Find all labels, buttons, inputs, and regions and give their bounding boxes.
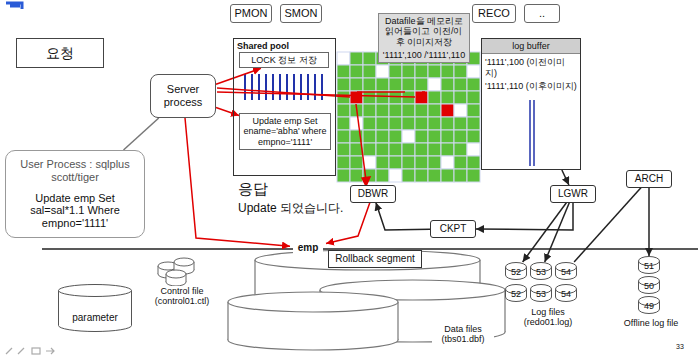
shared-pool-box-text: Shared pool bbox=[237, 41, 332, 51]
log-file: 50 bbox=[638, 276, 660, 294]
connector bbox=[123, 118, 158, 150]
log-file: 53 bbox=[530, 284, 552, 302]
response-message: Update 되었습니다. bbox=[238, 202, 343, 216]
page-number: 33 bbox=[676, 343, 684, 351]
log-buffer-box-text: log buffer bbox=[482, 39, 580, 54]
log-buffer-box: log buffer'1111',100 (이전이미지)'1111',110 (… bbox=[481, 38, 581, 170]
process-box-text: CKPT bbox=[434, 223, 472, 235]
connector bbox=[476, 203, 573, 231]
corner-mark bbox=[6, 3, 22, 9]
connector bbox=[216, 68, 261, 84]
log-file: 52 bbox=[505, 262, 527, 280]
process-box: LGWR bbox=[550, 185, 596, 203]
connector bbox=[648, 188, 650, 257]
table-name: emp bbox=[290, 240, 326, 256]
connector bbox=[216, 107, 239, 115]
process-box-text: DBWR bbox=[354, 188, 392, 200]
server-process-box: Server process bbox=[150, 74, 216, 118]
user-process-box-text: Update emp Set sal=sal*1.1 Where empno='… bbox=[9, 192, 141, 230]
log-file-text: 52 bbox=[508, 267, 524, 277]
callout-box: Datafile을 메모리로 읽어들이고 이전/이후 이미지저장 '1111',1… bbox=[378, 13, 470, 63]
sql-box: Update emp Set ename='abha' where empno=… bbox=[239, 113, 331, 150]
process-box: ARCH bbox=[626, 170, 672, 188]
file-label: Data files (tbs01.dbf) bbox=[432, 324, 494, 345]
lock-bars bbox=[245, 74, 322, 100]
table-name-text: emp bbox=[293, 242, 323, 254]
datafile-cylinders bbox=[228, 250, 505, 350]
log-file: 52 bbox=[505, 284, 527, 302]
log-file-text: 53 bbox=[533, 267, 549, 277]
log-file: 54 bbox=[555, 284, 577, 302]
connector bbox=[545, 203, 570, 263]
log-file-text: 49 bbox=[641, 301, 657, 311]
user-process-box-text: User Process : sqlplus scott/tiger bbox=[9, 158, 141, 183]
parameter-file: parameter bbox=[58, 284, 132, 332]
log-file: 49 bbox=[638, 296, 660, 314]
file-label: Control file (control01.ctl) bbox=[148, 286, 216, 307]
process-box-text: .. bbox=[528, 7, 556, 20]
log-file-text: 51 bbox=[641, 261, 657, 271]
process-box-text: RECO bbox=[476, 7, 512, 20]
process-box: PMON bbox=[230, 4, 272, 23]
process-box: DBWR bbox=[350, 185, 396, 203]
log-file-text: 52 bbox=[508, 289, 524, 299]
server-process-box-text: Server process bbox=[154, 83, 212, 108]
nav-icons bbox=[6, 348, 54, 354]
request-box: 요청 bbox=[16, 38, 104, 68]
log-buffer-bars bbox=[530, 100, 534, 166]
log-file-text: 54 bbox=[558, 267, 574, 277]
connector bbox=[523, 203, 567, 263]
control-file-cylinders bbox=[158, 258, 194, 286]
rollback-box-text: Rollback segment bbox=[332, 253, 418, 265]
log-file-text: 53 bbox=[533, 289, 549, 299]
buffer-cache-grid bbox=[337, 52, 480, 182]
user-process-box: User Process : sqlplus scott/tigerUpdate… bbox=[5, 150, 145, 238]
process-box: RECO bbox=[472, 4, 516, 23]
log-buffer-box-text: '1111',100 (이전이미지) bbox=[482, 54, 580, 78]
lock-box: LOCK 정보 저장 bbox=[239, 52, 329, 68]
response-label: 응답 bbox=[238, 180, 268, 197]
process-box: SMON bbox=[280, 4, 322, 23]
process-box: CKPT bbox=[430, 220, 476, 238]
process-box-text: ARCH bbox=[630, 173, 668, 185]
callout-box-text: Datafile을 메모리로 읽어들이고 이전/이후 이미지저장 bbox=[382, 16, 466, 47]
log-file-text: 54 bbox=[558, 289, 574, 299]
process-box: .. bbox=[524, 4, 560, 23]
sql-box-text: Update emp Set ename='abha' where empno=… bbox=[243, 116, 327, 147]
cylinder-outline bbox=[58, 284, 132, 332]
log-file: 51 bbox=[638, 256, 660, 274]
file-label: Log files (redo01.log) bbox=[512, 307, 584, 328]
callout-box-text: '1111',100 /'1111',110 bbox=[382, 50, 466, 60]
log-buffer-box-text: '1111',110 (이후이미지) bbox=[482, 78, 580, 91]
log-file: 53 bbox=[530, 262, 552, 280]
parameter-file-text: parameter bbox=[61, 312, 129, 324]
connector bbox=[376, 203, 430, 231]
log-file-text: 50 bbox=[641, 281, 657, 291]
process-box-text: SMON bbox=[284, 7, 318, 20]
shared-pool-box: LOCK 정보 저장 Update emp Set ename='abha' wh… bbox=[233, 38, 336, 176]
process-box-text: PMON bbox=[234, 7, 268, 20]
file-label: Offline log file bbox=[622, 318, 680, 328]
request-box-text: 요청 bbox=[20, 45, 100, 61]
process-box-text: LGWR bbox=[554, 188, 592, 200]
lock-box-text: LOCK 정보 저장 bbox=[243, 55, 325, 65]
red-leader-lines bbox=[217, 88, 425, 186]
log-file: 54 bbox=[555, 262, 577, 280]
rollback-box: Rollback segment bbox=[328, 250, 422, 268]
connector bbox=[562, 170, 569, 185]
